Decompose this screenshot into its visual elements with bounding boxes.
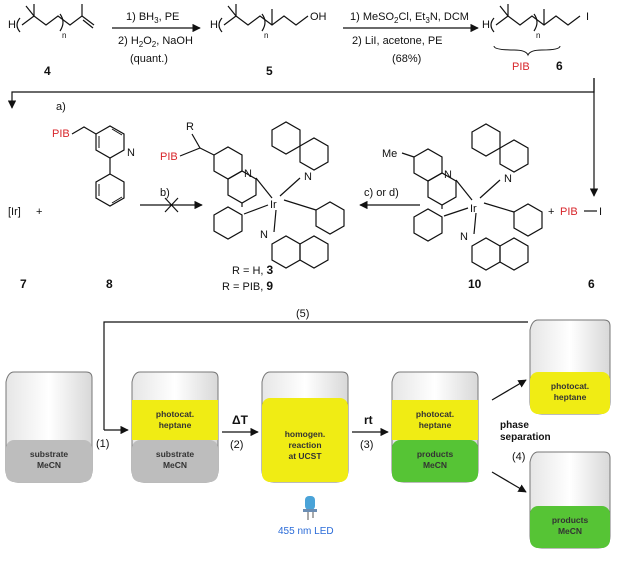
svg-text:+: + xyxy=(36,206,42,218)
svg-text:MeCN: MeCN xyxy=(558,526,582,536)
compound-10-label: 10 xyxy=(468,277,482,291)
svg-text:Ir: Ir xyxy=(470,203,477,215)
svg-text:R = H, 3: R = H, 3 xyxy=(232,263,274,277)
svg-text:photocat.: photocat. xyxy=(551,381,589,391)
svg-text:(2): (2) xyxy=(230,439,243,451)
svg-text:heptane: heptane xyxy=(554,392,587,402)
svg-text:c) or d): c) or d) xyxy=(364,187,399,199)
pib-label-8: PIB xyxy=(52,128,70,140)
svg-text:N: N xyxy=(504,173,512,185)
ir-precursor-label: [Ir] xyxy=(8,206,21,218)
compound-6-label-mid: 6 xyxy=(588,277,595,291)
svg-text:products: products xyxy=(417,449,454,459)
svg-text:1) MeSO2Cl, Et3N, DCM: 1) MeSO2Cl, Et3N, DCM xyxy=(350,11,469,25)
svg-text:N: N xyxy=(260,229,268,241)
svg-text:rt: rt xyxy=(364,413,373,427)
svg-text:homogen.: homogen. xyxy=(285,429,326,439)
compound-8-label: 8 xyxy=(106,277,113,291)
beaker-3: homogen. reaction at UCST xyxy=(261,371,349,483)
svg-text:n: n xyxy=(264,31,268,40)
compound-4-label: 4 xyxy=(44,64,51,78)
svg-text:N: N xyxy=(127,147,135,159)
iodide-label: I xyxy=(586,11,589,23)
complex-3-9-structure: R PIB N Ir N N R = H, 3 R = PIB, 9 xyxy=(160,121,345,293)
beaker-2: photocat. heptane substrate MeCN xyxy=(131,371,219,483)
svg-text:substrate: substrate xyxy=(156,449,195,459)
svg-text:MeCN: MeCN xyxy=(37,460,61,470)
svg-text:2) H2O2, NaOH: 2) H2O2, NaOH xyxy=(118,35,193,49)
svg-text:heptane: heptane xyxy=(419,420,452,430)
complex-3-label: 3 xyxy=(267,263,274,277)
beaker-1: substrate MeCN xyxy=(5,371,93,483)
svg-text:N: N xyxy=(304,171,312,183)
svg-text:ΔT: ΔT xyxy=(232,413,249,427)
led-label: 455 nm LED xyxy=(278,526,334,537)
compound-8-structure: PIB N 8 xyxy=(52,125,135,291)
compound-7-label: 7 xyxy=(20,277,27,291)
step-a-label: a) xyxy=(56,101,66,113)
compound-6-label: 6 xyxy=(556,59,563,73)
iridium-atom: Ir xyxy=(270,199,277,211)
h-atom-4: H xyxy=(8,19,16,31)
svg-text:MeCN: MeCN xyxy=(163,460,187,470)
compound-6-structure: H n I PIB 6 xyxy=(482,4,589,73)
step-5-label: (5) xyxy=(296,308,309,320)
compound-5-label: 5 xyxy=(266,64,273,78)
svg-text:I: I xyxy=(599,206,602,218)
hydroxyl-label: OH xyxy=(310,11,327,23)
step-2-conditions: 1) MeSO2Cl, Et3N, DCM 2) LiI, acetone, P… xyxy=(350,11,469,65)
svg-text:(quant.): (quant.) xyxy=(130,53,168,65)
svg-text:(4): (4) xyxy=(512,451,525,463)
recycle-line xyxy=(103,321,528,430)
svg-text:n: n xyxy=(536,31,540,40)
svg-text:reaction: reaction xyxy=(288,440,321,450)
pib-label-pib-i: PIB xyxy=(560,206,578,218)
svg-text:(68%): (68%) xyxy=(392,53,421,65)
svg-text:+: + xyxy=(548,206,554,218)
svg-text:H: H xyxy=(210,19,218,31)
compound-4-structure: H n 4 xyxy=(8,4,95,78)
svg-text:R = PIB, 9: R = PIB, 9 xyxy=(222,279,273,293)
svg-text:b): b) xyxy=(160,187,170,199)
beaker-5: photocat. heptane xyxy=(529,319,611,415)
svg-text:N: N xyxy=(460,231,468,243)
complex-9-label: 9 xyxy=(266,279,273,293)
svg-text:(3): (3) xyxy=(360,439,373,451)
svg-text:2) LiI, acetone, PE: 2) LiI, acetone, PE xyxy=(352,35,443,47)
svg-text:phase: phase xyxy=(500,420,529,431)
n-subscript-4: n xyxy=(62,31,66,40)
svg-text:photocat.: photocat. xyxy=(416,409,454,419)
svg-text:PIB: PIB xyxy=(160,151,178,163)
step-1-conditions: 1) BH3, PE 2) H2O2, NaOH (quant.) xyxy=(118,11,193,65)
compound-5-structure: H n OH 5 xyxy=(210,4,327,78)
beaker-4: photocat. heptane products MeCN xyxy=(391,371,479,483)
svg-text:1) BH3, PE: 1) BH3, PE xyxy=(126,11,179,25)
complex-10-structure: Me N Ir N N 10 xyxy=(382,123,543,291)
svg-text:heptane: heptane xyxy=(159,420,192,430)
led-icon xyxy=(303,496,317,520)
svg-text:at UCST: at UCST xyxy=(288,451,322,461)
svg-text:substrate: substrate xyxy=(30,449,69,459)
beaker-6: products MeCN xyxy=(529,451,611,549)
svg-text:products: products xyxy=(552,515,589,525)
svg-text:MeCN: MeCN xyxy=(423,460,447,470)
svg-text:H: H xyxy=(482,19,490,31)
svg-text:photocat.: photocat. xyxy=(156,409,194,419)
arrow-step-a xyxy=(7,78,595,109)
svg-text:(1): (1) xyxy=(96,438,109,450)
pib-label-6: PIB xyxy=(512,61,530,73)
svg-text:separation: separation xyxy=(500,432,551,443)
svg-text:N: N xyxy=(444,169,452,181)
svg-text:Me: Me xyxy=(382,148,397,160)
svg-text:R: R xyxy=(186,121,194,133)
